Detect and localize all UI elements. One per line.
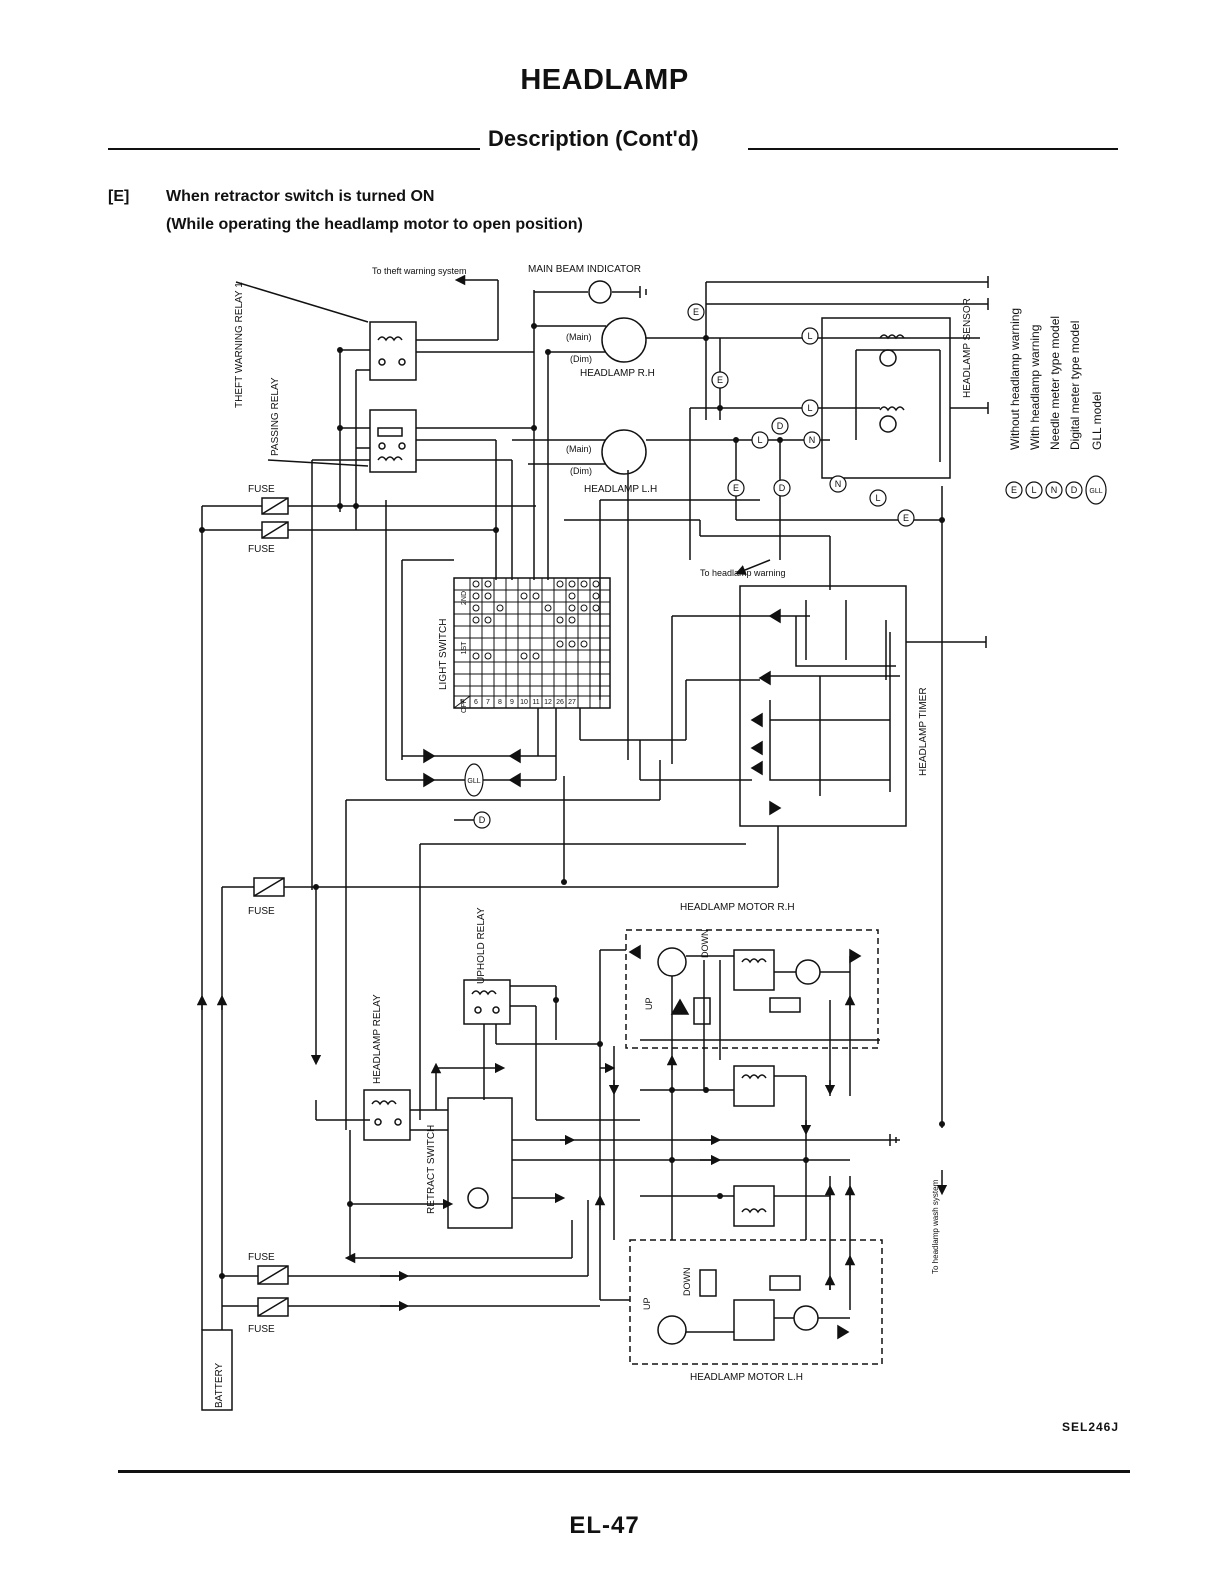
legend-symbol-d: D <box>1071 485 1078 495</box>
label-uphold-relay: UPHOLD RELAY <box>476 907 487 984</box>
ls-2nd: 2ND <box>461 591 468 605</box>
label-motor-rh: HEADLAMP MOTOR R.H <box>680 902 795 913</box>
label-fuse-3: FUSE <box>248 906 275 917</box>
label-headlamp-sensor: HEADLAMP SENSOR <box>962 298 973 398</box>
ls-terminal-27: 27 <box>568 699 576 706</box>
label-up-rh: UP <box>644 997 654 1010</box>
ls-off: OFF <box>461 699 468 713</box>
label-fuse-4: FUSE <box>248 1252 275 1263</box>
label-main-rh: (Main) <box>566 332 592 342</box>
label-retract-switch: RETRACT SWITCH <box>426 1125 437 1214</box>
label-fuse-1: FUSE <box>248 484 275 495</box>
label-motor-lh: HEADLAMP MOTOR L.H <box>690 1372 803 1383</box>
subtitle-rule-left <box>108 148 480 150</box>
section-label: [E] <box>108 188 130 205</box>
page-subtitle: Description (Cont'd) <box>488 126 699 151</box>
page-number: EL-47 <box>569 1512 640 1539</box>
label-to-theft-warning: To theft warning system <box>372 266 467 276</box>
label-fuse-5: FUSE <box>248 1324 275 1335</box>
label-up-lh: UP <box>642 1297 652 1310</box>
motor-lh-box <box>629 1239 883 1365</box>
ls-terminal-6: 6 <box>474 699 478 706</box>
legend-symbol-e: E <box>1011 485 1017 495</box>
label-down-lh: DOWN <box>682 1268 692 1297</box>
label-dim-rh: (Dim) <box>570 354 592 364</box>
ls-terminal-12: 12 <box>544 699 552 706</box>
light-switch-box <box>453 577 611 709</box>
legend-text-n: Needle meter type model <box>1048 316 1062 450</box>
marker-e-2: E <box>717 375 723 385</box>
battery-box <box>201 1329 233 1411</box>
headlamp-sensor-box <box>821 317 951 479</box>
ls-terminal-8: 8 <box>498 699 502 706</box>
label-passing-relay: PASSING RELAY <box>270 377 281 456</box>
marker-d-1: D <box>777 421 784 431</box>
headlamp-relay-box <box>363 1089 411 1141</box>
ls-terminal-7: 7 <box>486 699 490 706</box>
legend-text-gll: GLL model <box>1090 392 1104 450</box>
motor-rh-box <box>625 929 879 1049</box>
marker-d-2: D <box>779 483 786 493</box>
legend-text-e: Without headlamp warning <box>1008 308 1022 450</box>
label-theft-warning-relay: THEFT WARNING RELAY 1 <box>234 282 245 408</box>
section-line-1: When retractor switch is turned ON <box>166 188 435 205</box>
ls-terminal-9: 9 <box>510 699 514 706</box>
marker-l-3: L <box>757 435 762 445</box>
legend-symbol-gll: GLL <box>1089 488 1102 495</box>
marker-l-2: L <box>807 403 812 413</box>
section-line-2: (While operating the headlamp motor to o… <box>166 216 583 233</box>
page-title: HEADLAMP <box>520 64 689 96</box>
label-headlamp-relay: HEADLAMP RELAY <box>372 994 383 1084</box>
figure-code: SEL246J <box>1062 1420 1120 1434</box>
marker-d-3: D <box>479 815 486 825</box>
passing-relay-box <box>369 409 417 473</box>
legend-symbol-n: N <box>1051 485 1058 495</box>
label-headlamp-lh: HEADLAMP L.H <box>584 484 657 495</box>
ls-terminal-5: 5 <box>460 699 464 706</box>
marker-e-1: E <box>693 307 699 317</box>
label-headlamp-timer: HEADLAMP TIMER <box>918 687 929 776</box>
label-fuse-2: FUSE <box>248 544 275 555</box>
subtitle-rule-right <box>748 148 1118 150</box>
label-main-beam-indicator: MAIN BEAM INDICATOR <box>528 264 641 275</box>
uphold-relay-box <box>463 979 511 1025</box>
label-headlamp-rh: HEADLAMP R.H <box>580 368 655 379</box>
marker-n-2: N <box>835 479 842 489</box>
legend-symbol-l: L <box>1031 485 1036 495</box>
label-light-switch: LIGHT SWITCH <box>438 619 449 690</box>
marker-n-1: N <box>809 435 816 445</box>
legend-text-l: With headlamp warning <box>1028 325 1042 450</box>
marker-e-3: E <box>733 483 739 493</box>
label-to-headlamp-warning: To headlamp warning <box>700 568 786 578</box>
retract-switch-box <box>447 1097 513 1229</box>
marker-l-1: L <box>807 331 812 341</box>
label-down-rh: DOWN <box>700 930 710 959</box>
headlamp-timer-box <box>739 585 907 827</box>
marker-gll-1: GLL <box>467 778 480 785</box>
label-battery: BATTERY <box>214 1362 225 1408</box>
marker-e-4: E <box>903 513 909 523</box>
legend-text-d: Digital meter type model <box>1068 321 1082 450</box>
label-dim-lh: (Dim) <box>570 466 592 476</box>
marker-l-4: L <box>875 493 880 503</box>
label-to-washer: To headlamp wash system <box>931 1179 940 1274</box>
footer-rule <box>118 1470 1130 1473</box>
ls-terminal-10: 10 <box>520 699 528 706</box>
theft-warning-relay-box <box>369 321 417 381</box>
ls-terminal-11: 11 <box>532 699 539 706</box>
label-main-lh: (Main) <box>566 444 592 454</box>
ls-1st: 1ST <box>461 641 468 655</box>
ls-terminal-26: 26 <box>556 699 564 706</box>
